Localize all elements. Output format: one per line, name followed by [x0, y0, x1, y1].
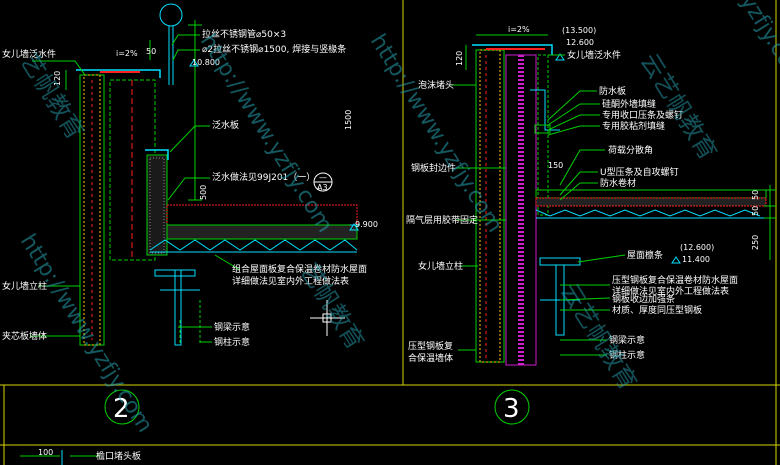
d3-dim-120: 120 [455, 51, 464, 66]
d3-elev-low-b: 11.400 [682, 255, 710, 264]
d2-label-roof-note: 详细做法见室内外工程做法表 [232, 275, 349, 287]
d2-label-rail-pipe: 拉丝不锈钢管⌀50×3 [202, 28, 286, 40]
d3-label-roof-note: 详细做法见室内外工程做法表 [612, 285, 729, 297]
detail-3-geometry [450, 34, 776, 425]
detail-3-number: 3 [503, 394, 520, 424]
d3-label-roof-composite: 压型钢板复合保温卷材防水屋面 [612, 274, 738, 286]
d2-ref-bottom: A3 [317, 183, 328, 192]
detail-2-number: 2 [113, 394, 130, 424]
d2-dim-500: 500 [199, 185, 208, 200]
watermark-cn-1: 艺帆教育 [15, 48, 90, 144]
d2-dim-120: 120 [53, 71, 62, 86]
d2-dim-slope: i=2% [116, 49, 138, 58]
d3-label-clad-wall-a: 压型钢板复 [408, 340, 453, 352]
d3-label-sealant: 专用胶粘剂填缝 [602, 120, 665, 132]
detail-2-geometry [30, 3, 360, 425]
d2-label-parapet-column: 女儿墙立柱 [2, 280, 47, 292]
d3-elev-low-a: (12.600) [680, 243, 714, 252]
watermark-layer: http://www.yzfjy.com http://www.yzfjy.co… [15, 0, 780, 437]
d2-elev-bottom: 9.900 [355, 220, 378, 229]
d3-label-steel-beam: 钢梁示意 [609, 334, 645, 346]
d3-label-flashing-plate: 防水板 [599, 85, 626, 97]
d3-label-sheet-edge: 硅酮外墙填缝 [602, 98, 656, 110]
d3-label-vapor-fix: 隔气层用胶带固定 [406, 214, 478, 226]
d3-label-material-note: 材质、厚度同压型钢板 [612, 304, 702, 316]
d2-ref-top: — [319, 173, 327, 182]
d3-label-self-tap: 专用收口压条及螺钉 [602, 109, 683, 121]
bottom-strip [20, 450, 100, 465]
d2-label-rail-bar: ⌀2拉丝不锈钢⌀1500, 焊接与竖椽条 [202, 43, 346, 55]
d3-elev-top-a: (13.500) [562, 26, 596, 35]
d3-label-edge-trim: 钢板封边件 [411, 162, 456, 174]
d2-label-flashing-ref: 泛水做法见99J201（一） [212, 171, 315, 183]
d3-label-load-angle: 荷载分散角 [608, 144, 653, 156]
d3-dim-50b: 50 [751, 206, 760, 216]
d3-dim-slope: i=2% [508, 25, 530, 34]
d3-dim-50a: 50 [751, 190, 760, 200]
d3-dim-250: 250 [751, 235, 760, 250]
d3-label-stiffener: 钢板收边加强条 [612, 293, 675, 305]
d3-label-roof-purlin: 屋面檩条 [627, 249, 663, 261]
d3-label-clad-wall-b: 合保温墙体 [408, 352, 453, 364]
d3-label-u-strip: U型压条及自攻螺钉 [600, 166, 679, 178]
d3-label-parapet-flashing: 女儿墙泛水件 [567, 49, 621, 61]
watermark-url-1: http://www.yzfjy.com [195, 30, 337, 237]
bottom-dim-100: 100 [38, 448, 53, 457]
watermark-url-3: yzfjy.com [735, 0, 780, 90]
d3-label-parapet-column: 女儿墙立柱 [418, 260, 463, 272]
d2-label-flashing-board: 泛水板 [212, 119, 239, 131]
d3-label-waterproof: 防水卷材 [600, 177, 636, 189]
d2-label-steel-column: 钢柱示意 [214, 336, 250, 348]
d3-dim-150: 150 [548, 161, 563, 170]
d3-elev-top-b: 12.600 [566, 38, 594, 47]
d2-label-roof-composite: 组合屋面板复合保温卷材防水屋面 [232, 263, 367, 275]
d2-dim-1500: 1500 [344, 110, 353, 130]
bottom-label-eave-board: 檐口堵头板 [96, 450, 141, 462]
d2-elev-top: 10.800 [192, 58, 220, 67]
d2-label-steel-beam: 钢梁示意 [214, 321, 250, 333]
d2-label-sandwich-wall: 夹芯板墙体 [2, 330, 47, 342]
d3-label-foam-block: 泡沫堵头 [418, 79, 454, 91]
d3-label-steel-column: 钢柱示意 [609, 349, 645, 361]
d2-label-parapet-flashing: 女儿墙泛水件 [2, 48, 56, 60]
d2-dim-50: 50 [146, 47, 156, 56]
